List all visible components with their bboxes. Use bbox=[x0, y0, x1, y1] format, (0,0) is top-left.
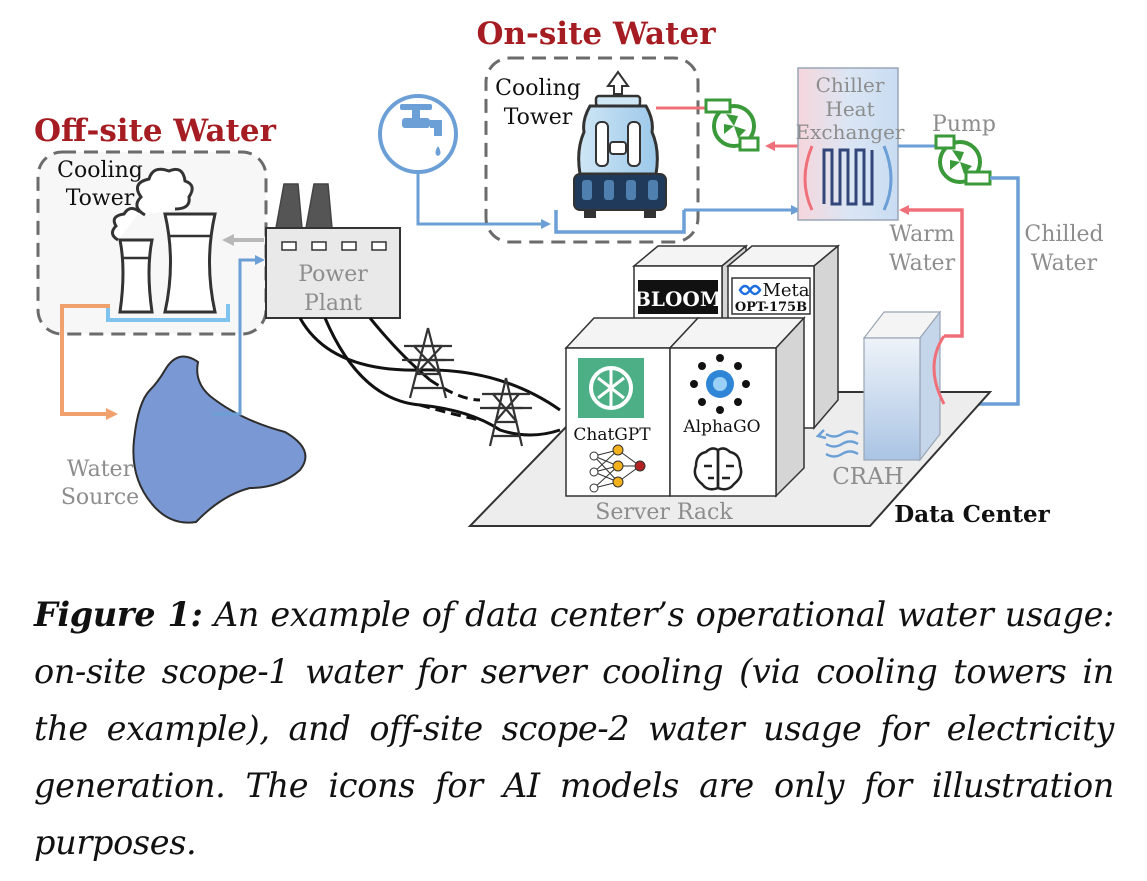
warm-water-line bbox=[899, 205, 964, 338]
power-plant-label-1: Power bbox=[298, 262, 368, 287]
offsite-tower-label: Tower bbox=[66, 186, 135, 211]
warm-water-label-1: Warm bbox=[889, 222, 954, 247]
chiller-label-1: Chiller bbox=[816, 73, 885, 97]
plant-water-line bbox=[212, 255, 265, 416]
chilled-water-label-1: Chilled bbox=[1024, 222, 1103, 247]
figure-caption: Figure 1: An example of data center’s op… bbox=[34, 586, 1114, 871]
alphago-logo-icon bbox=[690, 354, 750, 414]
brain-circuit-icon bbox=[693, 447, 743, 491]
water-source-label-1: Water bbox=[67, 457, 134, 482]
neural-network-icon bbox=[589, 444, 646, 493]
pump-icon-top bbox=[704, 98, 760, 152]
meta-logo: Meta bbox=[762, 280, 809, 301]
offsite-cooling-tower-icon bbox=[106, 167, 230, 322]
alphago-label: AlphaGO bbox=[682, 417, 760, 437]
water-source-label-2: Source bbox=[61, 485, 139, 510]
chatgpt-label: ChatGPT bbox=[573, 425, 651, 445]
crah-label: CRAH bbox=[832, 464, 904, 490]
meta-infinity-icon bbox=[738, 284, 762, 296]
water-source-lake bbox=[132, 355, 307, 524]
offsite-cooling-label: Cooling bbox=[57, 158, 143, 183]
heat-exchanger-coil bbox=[803, 145, 893, 211]
transmission-tower-icon-2 bbox=[480, 377, 532, 447]
airflow-icon bbox=[815, 429, 859, 458]
onsite-tower-frame bbox=[484, 56, 700, 244]
crah-unit bbox=[862, 310, 946, 462]
data-center-label: Data Center bbox=[894, 501, 1050, 528]
warm-water-label-2: Water bbox=[889, 251, 956, 276]
server-rack-label: Server Rack bbox=[595, 500, 733, 525]
transmission-tower-icon bbox=[402, 327, 454, 399]
chiller-label-2: Heat bbox=[825, 97, 874, 121]
chilled-water-line bbox=[941, 176, 1020, 409]
onsite-cooling-tower-icon bbox=[573, 70, 667, 218]
faucet-to-tower-line bbox=[416, 172, 551, 229]
chilled-water-label-2: Water bbox=[1031, 251, 1098, 276]
offsite-water-title: Off-site Water bbox=[34, 113, 277, 149]
chiller-label-3: Exchanger bbox=[796, 120, 905, 144]
figure-label: Figure 1: bbox=[34, 595, 203, 634]
bloom-logo: BLOOM bbox=[634, 287, 722, 311]
opt-175b-label: OPT-175B bbox=[735, 300, 807, 315]
power-plant-icon bbox=[265, 183, 401, 319]
onsite-tower-label: Tower bbox=[504, 105, 573, 130]
onsite-basin bbox=[554, 210, 686, 234]
pump-icon-right bbox=[934, 134, 992, 186]
onsite-water-title: On-site Water bbox=[476, 16, 716, 52]
chatgpt-logo-icon bbox=[578, 358, 644, 418]
server-rack-chatgpt: ChatGPT bbox=[564, 317, 700, 497]
power-plant-label-2: Plant bbox=[304, 291, 362, 316]
onsite-cooling-label: Cooling bbox=[495, 76, 581, 101]
water-withdrawal-arrow bbox=[60, 304, 118, 420]
caption-text: An example of data center’s operational … bbox=[34, 595, 1114, 862]
server-rack-alphago: AlphaGO bbox=[668, 316, 806, 498]
pump-label: Pump bbox=[932, 112, 996, 137]
faucet-icon bbox=[378, 94, 458, 174]
